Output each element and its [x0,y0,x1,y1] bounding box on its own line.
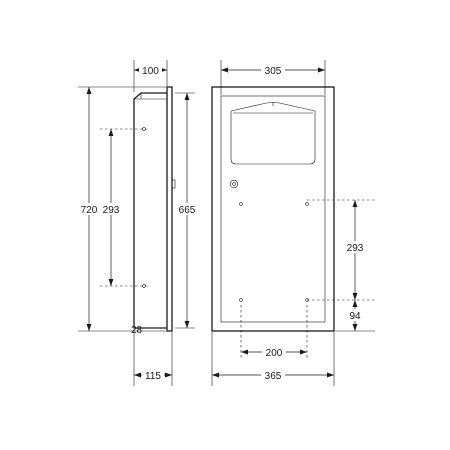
dim-label-overall-height: 720 [81,205,98,216]
dim-label-side-flange: 28 [131,325,143,336]
dim-hole-horizontal-spacing: 200 [241,346,307,359]
dim-front-hole-spacing: 293 [342,200,368,300]
front-door [220,95,326,323]
dim-side-depth-top: 100 [133,60,168,92]
dim-front-width-bottom: 365 [211,332,335,386]
lock-icon [229,179,239,189]
lock-knob-side [171,179,176,189]
dim-inner-height: 665 [173,92,201,329]
front-hole-bottom-left [239,298,243,302]
side-mounting-hole-bottom [142,284,146,288]
dim-label-hole-horizontal-spacing: 200 [266,348,283,359]
dim-side-flange: 28 [131,325,143,336]
dim-label-side-depth-top: 100 [142,66,159,77]
front-outer-frame [211,86,335,332]
dim-front-width-top: 305 [220,60,326,95]
dim-overall-height: 720 [76,86,166,332]
dim-label-side-hole-spacing: 293 [103,205,120,216]
front-view [211,86,375,360]
side-view [100,86,176,332]
waste-opening [230,111,316,165]
dim-label-front-width-bottom: 365 [265,371,282,382]
dim-label-inner-height: 665 [179,205,196,216]
side-mounting-hole-top [142,127,146,131]
dim-label-side-depth-bottom: 115 [145,371,161,382]
dim-label-front-width-top: 305 [265,66,282,77]
dim-label-front-bottom-offset: 94 [349,311,361,322]
dim-side-hole-spacing: 293 [100,129,122,286]
front-hole-top-left [239,202,243,206]
front-hole-top-right [305,202,309,206]
side-flange [166,86,173,332]
dim-label-front-hole-spacing: 293 [347,243,364,254]
dim-front-bottom-offset: 94 [335,300,375,332]
side-body-outline [133,92,167,329]
lock-keyhole [232,182,236,186]
dim-side-depth-bottom: 115 [133,330,173,386]
